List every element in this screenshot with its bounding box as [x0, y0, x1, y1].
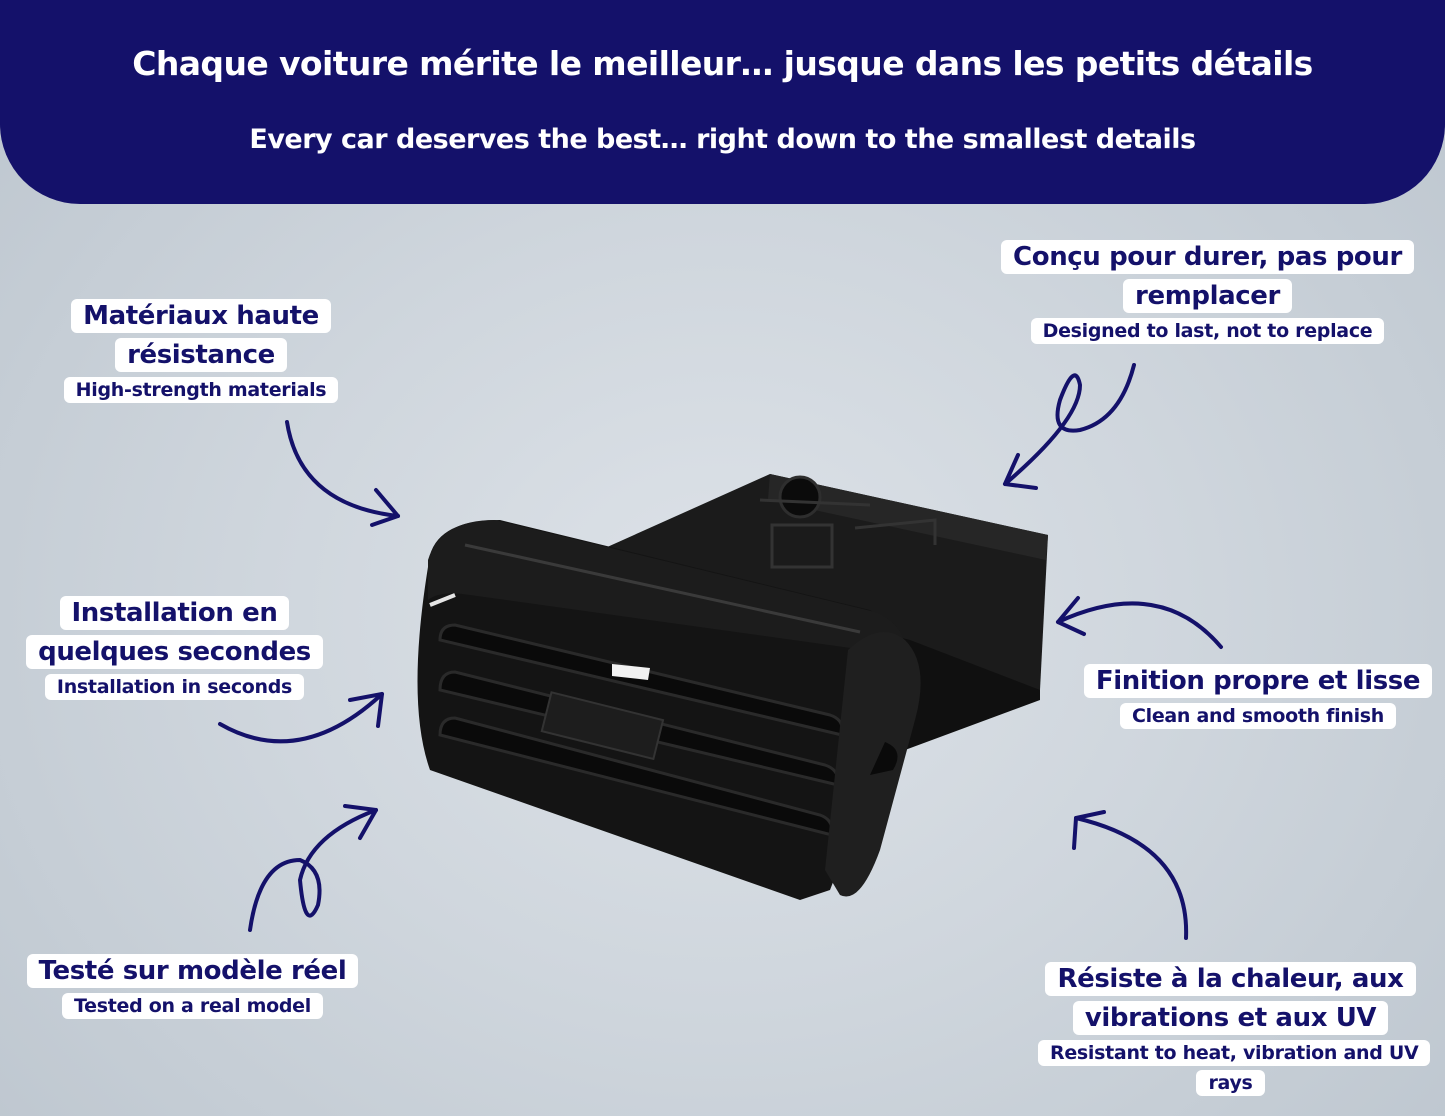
- callout-finish-fr: Finition propre et lisse: [1084, 664, 1432, 698]
- callout-resistant-fr: Résiste à la chaleur, aux vibrations et …: [1045, 962, 1415, 1035]
- callout-tested-en: Tested on a real model: [62, 993, 323, 1019]
- arrow-durable: [1005, 365, 1134, 488]
- callout-installation-fr: Installation en quelques secondes: [26, 596, 323, 669]
- callout-tested-fr: Testé sur modèle réel: [27, 954, 359, 988]
- callout-materials-fr: Matériaux haute résistance: [71, 299, 331, 372]
- callout-materials: Matériaux haute résistance High-strength…: [40, 297, 362, 405]
- callout-installation: Installation en quelques secondes Instal…: [22, 594, 327, 702]
- callout-materials-en: High-strength materials: [64, 377, 339, 403]
- arrow-materials: [287, 422, 398, 525]
- callout-durable: Conçu pour durer, pas pour remplacer Des…: [985, 238, 1430, 346]
- arrow-resistant: [1074, 812, 1186, 938]
- callout-installation-en: Installation in seconds: [45, 674, 304, 700]
- callout-finish: Finition propre et lisse Clean and smoot…: [1078, 662, 1438, 731]
- arrow-tested: [250, 806, 376, 930]
- callout-durable-en: Designed to last, not to replace: [1031, 318, 1385, 344]
- callout-resistant: Résiste à la chaleur, aux vibrations et …: [1038, 960, 1423, 1098]
- callout-tested: Testé sur modèle réel Tested on a real m…: [20, 952, 365, 1021]
- callout-durable-fr: Conçu pour durer, pas pour remplacer: [1001, 240, 1414, 313]
- callout-resistant-en: Resistant to heat, vibration and UV rays: [1038, 1040, 1430, 1096]
- arrow-finish: [1058, 598, 1221, 647]
- callout-finish-en: Clean and smooth finish: [1120, 703, 1396, 729]
